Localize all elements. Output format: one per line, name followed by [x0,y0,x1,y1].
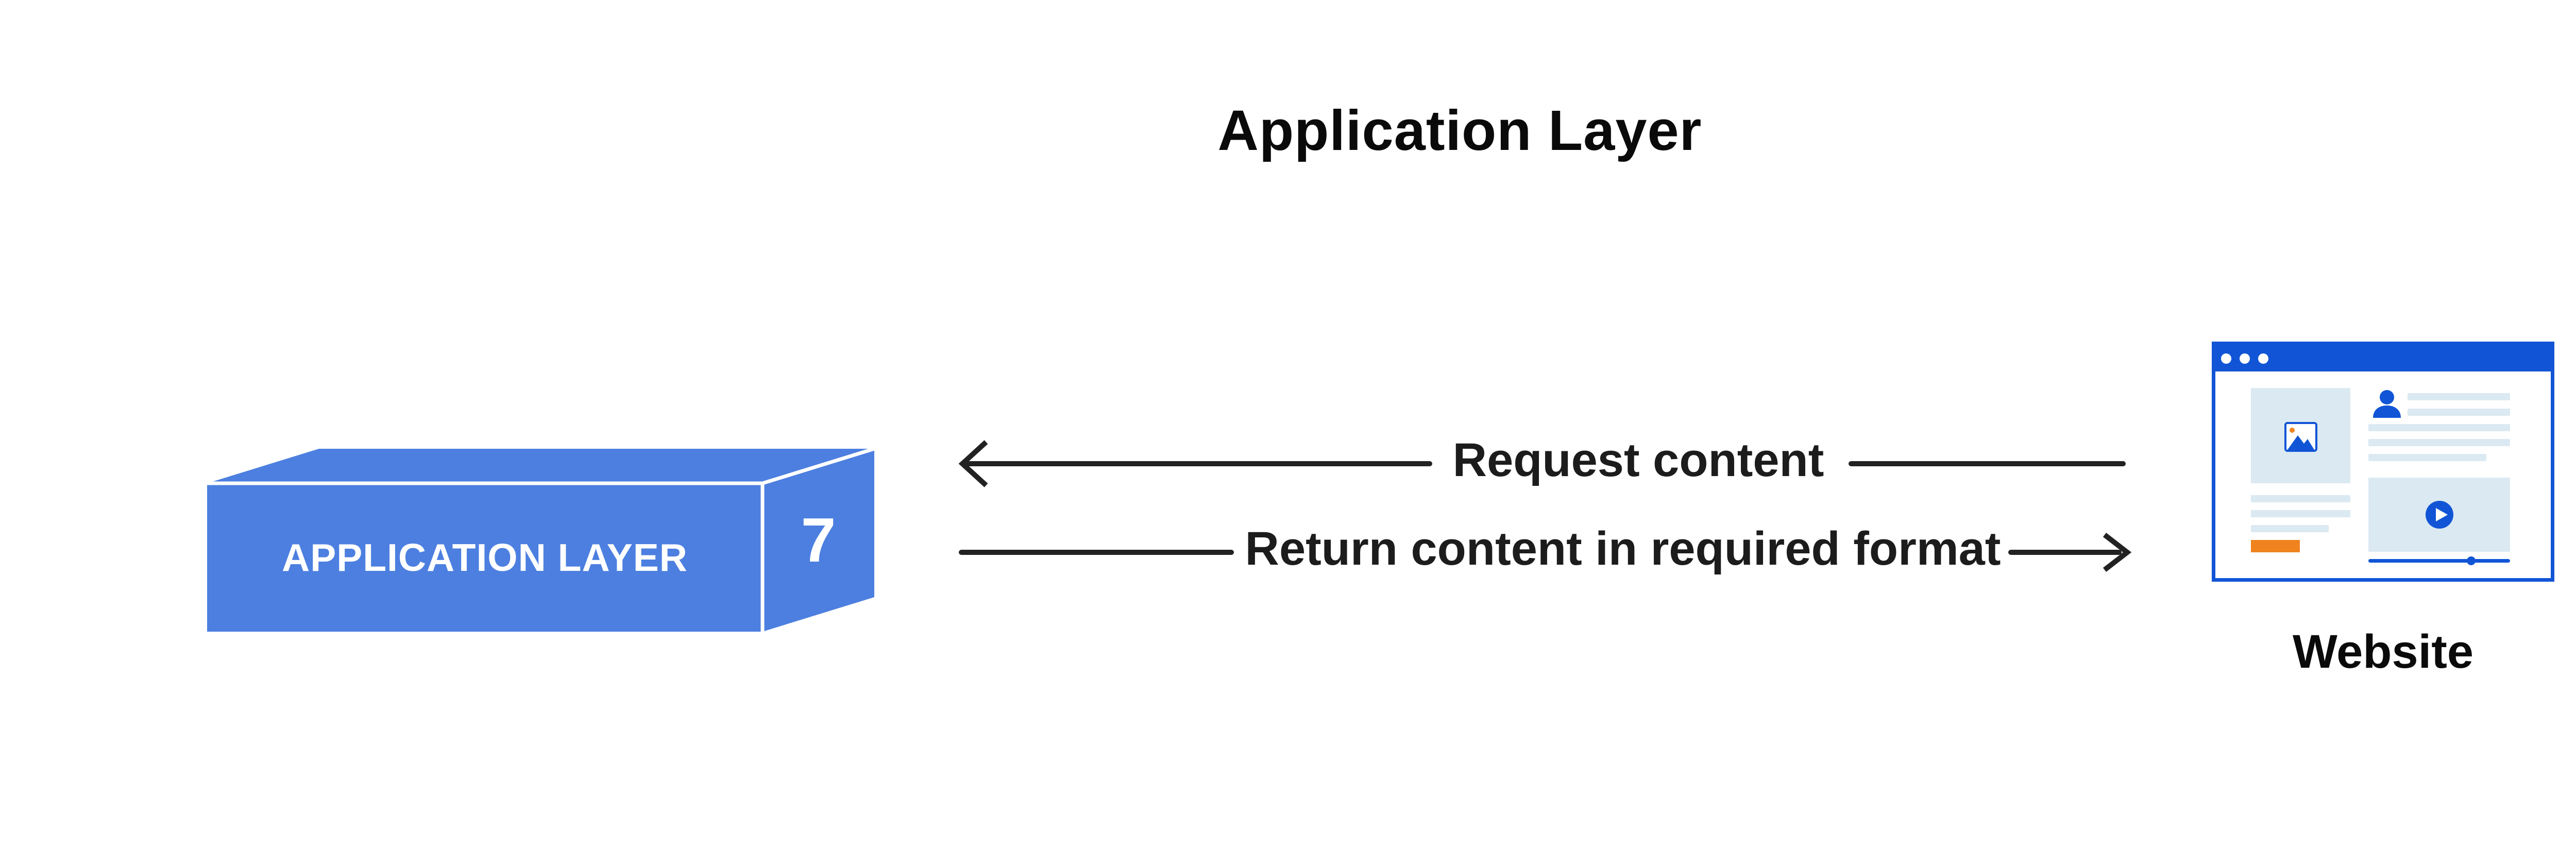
text-line [2368,454,2486,461]
response-arrow-label: Return content in required format [1245,522,2001,575]
text-line [2408,393,2510,400]
text-line [2368,439,2510,446]
window-dot-icon [2240,353,2250,364]
response-arrowhead-icon [2103,533,2132,572]
window-dot-icon [2221,353,2231,364]
browser-content [2215,371,2551,578]
play-icon [2425,501,2453,529]
text-line [2368,424,2510,431]
user-icon [2373,390,2401,418]
box-top-face [207,449,874,483]
request-arrow [958,440,2126,487]
progress-handle [2467,556,2476,565]
text-line [2251,510,2350,517]
video-progress-bar [2368,556,2510,565]
response-arrow [959,533,2132,572]
website-label: Website [2292,625,2474,678]
osi-box-label: APPLICATION LAYER [282,536,688,579]
text-line [2251,525,2329,532]
request-arrow-label: Request content [1452,433,1824,486]
osi-layer-number: 7 [801,505,836,575]
picture-icon-art [2287,428,2314,450]
box-right-face [762,449,874,632]
image-placeholder [2251,388,2350,483]
box-front-face [207,483,762,632]
text-line [2408,409,2510,416]
box-edge-highlights [207,447,875,632]
page-title: Application Layer [1217,99,1702,162]
browser-window [2212,342,2554,582]
window-dot-icon [2258,353,2268,364]
picture-icon [2284,422,2317,452]
text-line [2251,495,2350,502]
button-placeholder [2251,540,2300,552]
browser-titlebar [2215,345,2551,371]
video-placeholder [2368,478,2510,552]
osi-layer-box [207,447,875,632]
